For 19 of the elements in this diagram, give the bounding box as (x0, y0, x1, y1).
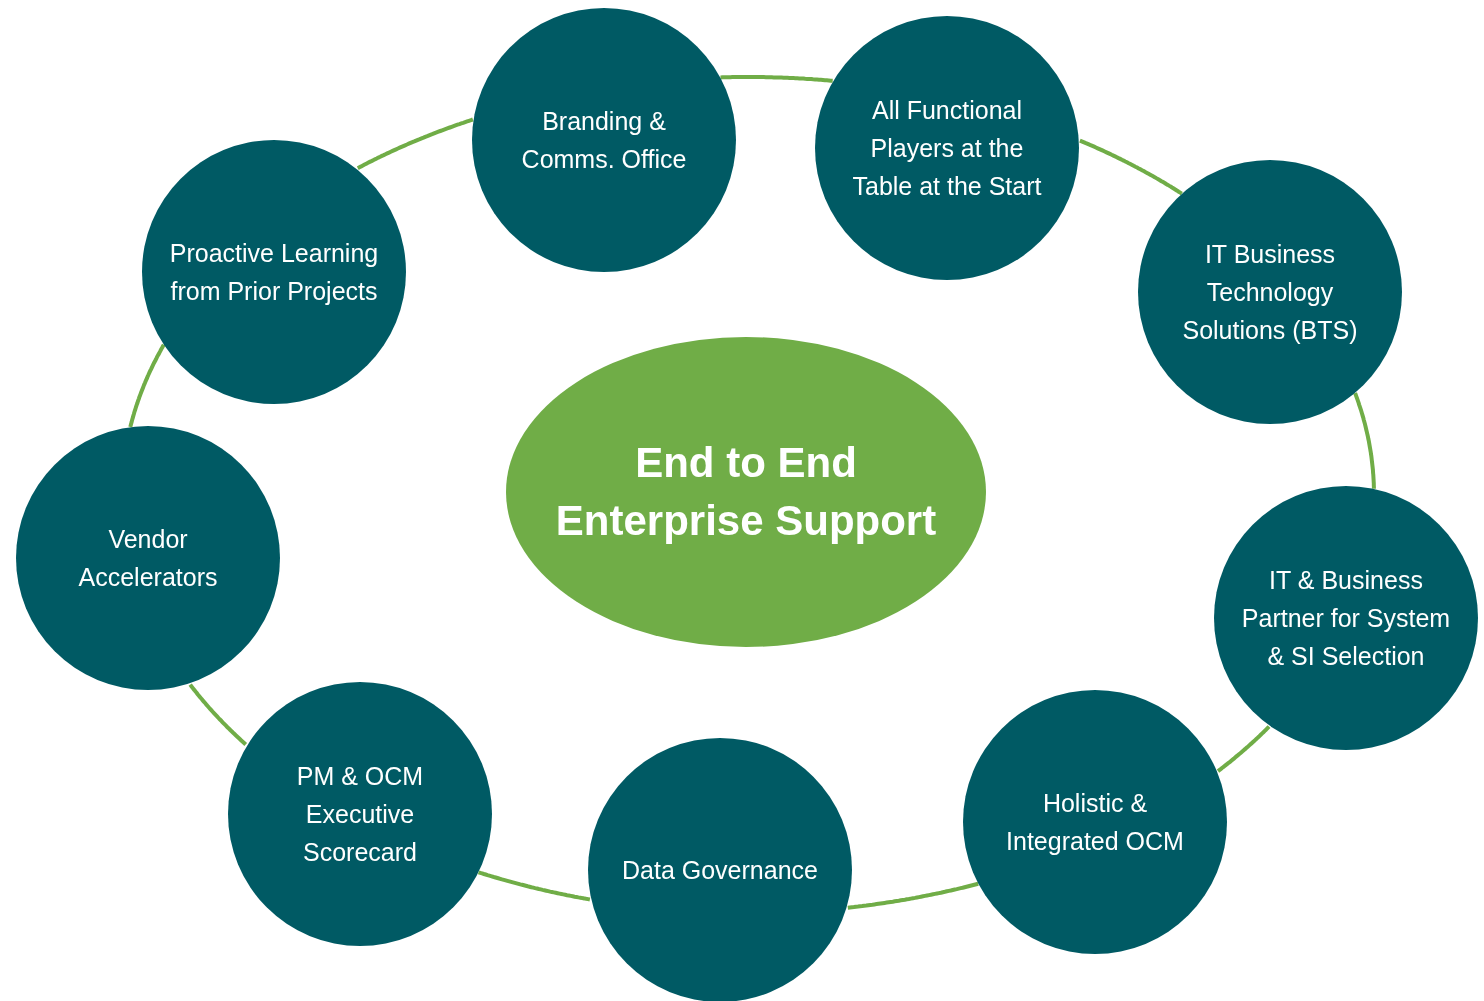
topic-label: IT & Business Partner for System & SI Selection (1240, 565, 1452, 672)
topic-label: Branding & Comms. Office (520, 106, 688, 175)
ring-connector (188, 683, 248, 746)
topic-label: Vendor Accelerators (77, 524, 219, 593)
topic-label: PM & OCM Executive Scorecard (295, 761, 425, 868)
ring-connector (128, 343, 166, 428)
topic-label: All Functional Players at the Table at the Start (851, 95, 1043, 202)
center-title: End to End Enterprise Support (554, 438, 938, 546)
ring-connector (356, 117, 474, 170)
ring-connector (1216, 725, 1271, 773)
topic-label: IT Business Technology Solutions (BTS) (1181, 239, 1359, 346)
ring-connector (477, 870, 591, 902)
ring-connector (720, 75, 833, 83)
ring-connector (1079, 138, 1183, 196)
topic-label: Data Governance (622, 855, 818, 886)
ring-connector (1353, 392, 1376, 489)
topic-label: Proactive Learning from Prior Projects (168, 238, 380, 307)
ring-connector (847, 881, 979, 910)
topic-label: Holistic & Integrated OCM (1005, 788, 1185, 857)
